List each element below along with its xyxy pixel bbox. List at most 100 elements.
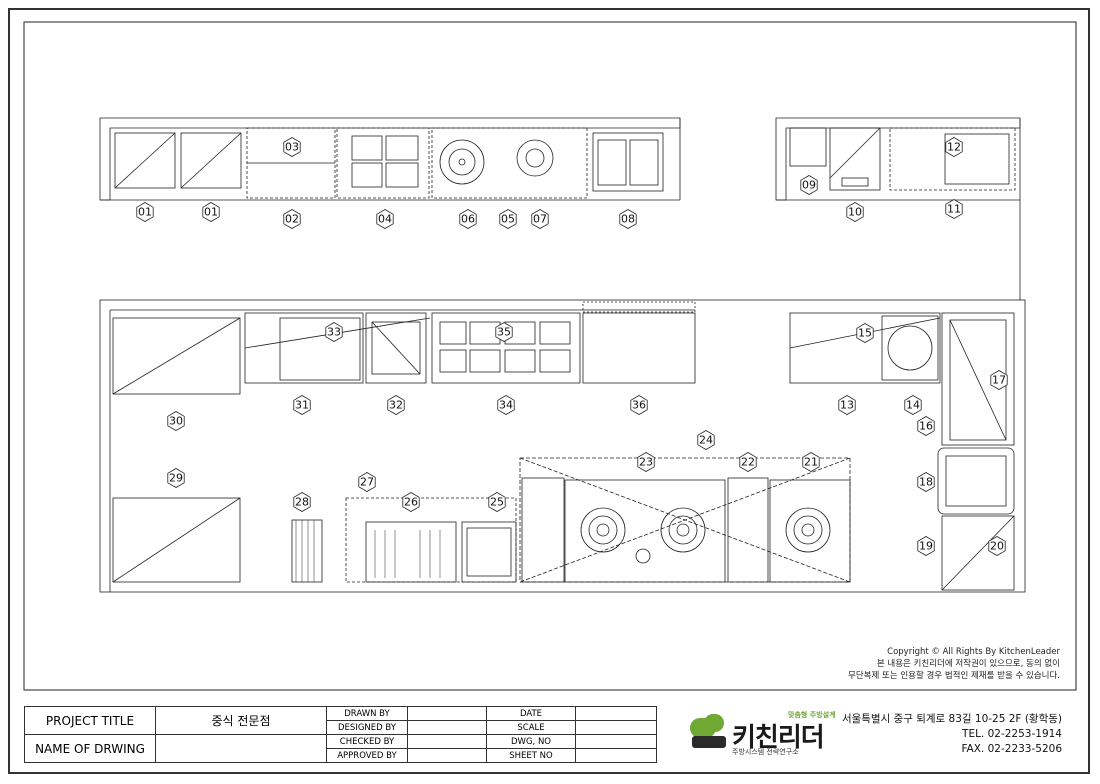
wok-range-21 bbox=[769, 479, 851, 583]
callout-hexagon bbox=[838, 395, 856, 415]
callout-label: 16 bbox=[919, 420, 933, 433]
callout-hexagon bbox=[697, 430, 715, 450]
callout-hexagon bbox=[988, 536, 1006, 556]
callout-label: 17 bbox=[992, 374, 1006, 387]
callout-label: 07 bbox=[533, 213, 547, 226]
dishwasher-10 bbox=[829, 127, 881, 191]
approved-by-label: APPROVED BY bbox=[326, 748, 408, 763]
callout-hexagon bbox=[488, 492, 506, 512]
dish-rack-18 bbox=[937, 447, 1015, 515]
logo-name: 키친리더 bbox=[732, 723, 825, 753]
callout-label: 21 bbox=[804, 456, 818, 469]
callout-hexagon bbox=[293, 492, 311, 512]
range-22b bbox=[727, 477, 769, 583]
callout-hexagon bbox=[945, 199, 963, 219]
name-of-drawing-value bbox=[155, 734, 327, 763]
callout-label: 08 bbox=[621, 213, 635, 226]
callout-label: 27 bbox=[360, 476, 374, 489]
table-19 bbox=[941, 515, 1015, 591]
callout-label: 19 bbox=[919, 540, 933, 553]
callout-hexagon bbox=[802, 452, 820, 472]
callout-label: 20 bbox=[990, 540, 1004, 553]
callout-hexagon bbox=[283, 209, 301, 229]
refrigerator-01b bbox=[180, 132, 242, 189]
range-22a bbox=[521, 477, 565, 583]
callout-hexagon bbox=[990, 370, 1008, 390]
checked-by-label: CHECKED BY bbox=[326, 734, 408, 749]
designed-by-label: DESIGNED BY bbox=[326, 720, 408, 735]
callout-hexagon bbox=[739, 452, 757, 472]
callout-hexagon bbox=[459, 209, 477, 229]
callout-label: 32 bbox=[389, 399, 403, 412]
date-value bbox=[575, 706, 657, 721]
callout-hexagon bbox=[376, 209, 394, 229]
callout-label: 02 bbox=[285, 213, 299, 226]
callout-hexagon bbox=[800, 175, 818, 195]
refrigerator-29 bbox=[112, 497, 241, 583]
dwg-no-value bbox=[575, 734, 657, 749]
project-title-value: 중식 전문점 bbox=[155, 706, 327, 735]
logo-tagline: 맞춤형 주방설계 bbox=[788, 711, 836, 719]
callout-hexagon bbox=[637, 452, 655, 472]
callout-label: 26 bbox=[404, 496, 418, 509]
callout-label: 10 bbox=[848, 206, 862, 219]
project-title-label: PROJECT TITLE bbox=[24, 706, 156, 735]
callout-hexagon bbox=[325, 322, 343, 342]
sheet-no-value bbox=[575, 748, 657, 763]
range-05 bbox=[431, 127, 588, 199]
callout-hexagon bbox=[531, 209, 549, 229]
callout-label: 24 bbox=[699, 434, 713, 447]
callout-hexagon bbox=[358, 472, 376, 492]
callout-label: 22 bbox=[741, 456, 755, 469]
top-left-counter bbox=[99, 117, 681, 201]
wok-range-23 bbox=[564, 479, 726, 583]
bain-marie-04 bbox=[336, 127, 430, 199]
callout-hexagon bbox=[917, 416, 935, 436]
scale-value bbox=[575, 720, 657, 735]
date-label: DATE bbox=[486, 706, 576, 721]
callout-hexagon bbox=[167, 468, 185, 488]
ice-maker-09 bbox=[789, 127, 827, 167]
callout-hexagon bbox=[402, 492, 420, 512]
sheet-no-label: SHEET NO bbox=[486, 748, 576, 763]
shelf-28 bbox=[291, 519, 323, 583]
callout-label: 23 bbox=[639, 456, 653, 469]
callout-hexagon bbox=[497, 395, 515, 415]
designed-by-value bbox=[407, 720, 487, 735]
callout-label: 28 bbox=[295, 496, 309, 509]
refrigerator-30 bbox=[112, 317, 241, 395]
title-block: PROJECT TITLE 중식 전문점 DRAWN BY DATE DESIG… bbox=[24, 706, 657, 763]
callout-label: 31 bbox=[295, 399, 309, 412]
callout-label: 14 bbox=[906, 399, 920, 412]
callout-hexagon bbox=[917, 536, 935, 556]
copyright-line-2: 본 내용은 키친리더에 저작권이 있으므로, 동의 없이 bbox=[876, 659, 1060, 669]
copyright-line-3: 무단복제 또는 인용할 경우 법적인 제재를 받을 수 있습니다. bbox=[848, 671, 1060, 681]
callout-label: 11 bbox=[947, 203, 961, 216]
rice-cooker-26 bbox=[365, 521, 457, 583]
callout-label: 29 bbox=[169, 472, 183, 485]
callout-hexagon bbox=[846, 202, 864, 222]
chef-hat-icon bbox=[690, 714, 726, 748]
approved-by-value bbox=[407, 748, 487, 763]
name-of-drawing-label: NAME OF DRWING bbox=[24, 734, 156, 763]
callout-label: 18 bbox=[919, 476, 933, 489]
callout-hexagon bbox=[136, 202, 154, 222]
callout-label: 09 bbox=[802, 179, 816, 192]
callout-label: 05 bbox=[501, 213, 515, 226]
callout-hexagon bbox=[499, 209, 517, 229]
callout-hexagon bbox=[856, 323, 874, 343]
callout-hexagon bbox=[917, 472, 935, 492]
callout-label: 25 bbox=[490, 496, 504, 509]
drawn-by-value bbox=[407, 706, 487, 721]
company-address: 서울특별시 중구 퇴계로 83길 10-25 2F (황학동) TEL. 02-… bbox=[842, 712, 1062, 757]
callout-label: 15 bbox=[858, 327, 872, 340]
scale-label: SCALE bbox=[486, 720, 576, 735]
copyright-line-1: Copyright © All Rights By KitchenLeader bbox=[887, 647, 1060, 657]
top-right-counter bbox=[775, 117, 1021, 300]
callout-label: 33 bbox=[327, 326, 341, 339]
logo-subtitle: 주방시스템 전략연구소 bbox=[732, 748, 799, 756]
callout-hexagon bbox=[619, 209, 637, 229]
callout-hexagon bbox=[293, 395, 311, 415]
callout-label: 34 bbox=[499, 399, 513, 412]
